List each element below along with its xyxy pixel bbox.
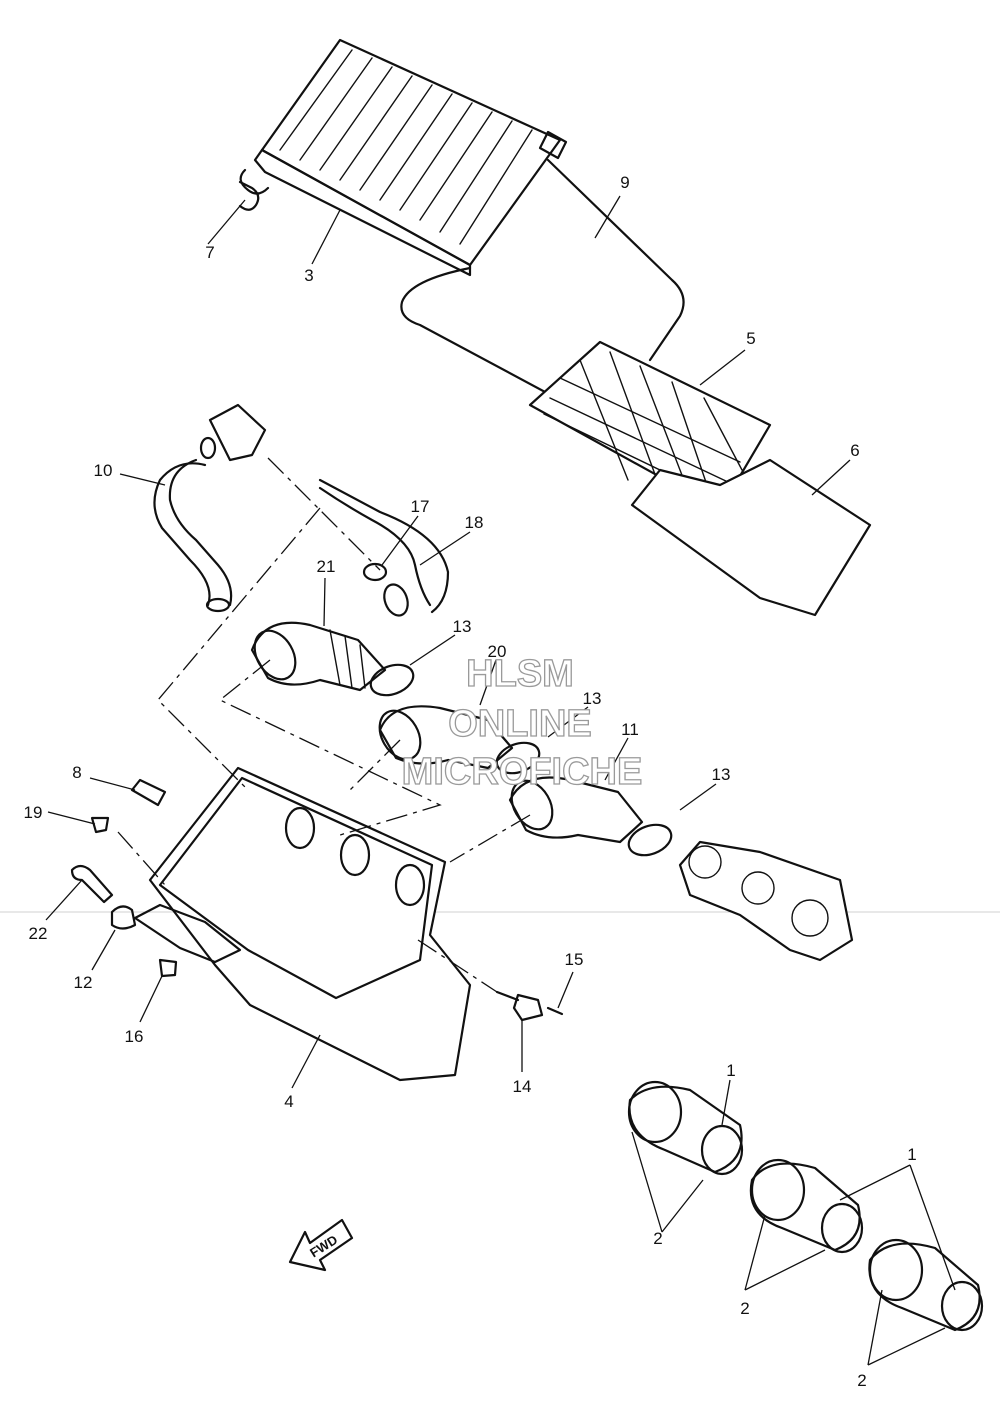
callout-17: 17 [411,497,430,516]
callout-13a: 13 [453,617,472,636]
watermark-line1: HLSM [466,653,574,695]
part-19-clip[interactable] [90,816,110,834]
fwd-arrow-icon: FWD [288,1218,354,1272]
part-1-joint-b[interactable] [749,1158,864,1254]
callout-7: 7 [205,243,214,262]
part-6-seal[interactable] [630,458,872,617]
assembly-guides [117,457,531,993]
part-20-intake-duct[interactable] [371,703,514,770]
part-7-clip[interactable] [238,180,260,211]
part-13-clamp-a[interactable] [367,659,418,700]
callout-labels: 7 3 9 5 6 10 17 18 21 13 20 13 11 13 8 1… [24,173,917,1390]
leader-lines [45,195,956,1366]
part-5-filter-element[interactable] [528,340,772,512]
part-14-sensor[interactable] [495,990,544,1022]
part-3-air-filter-cover[interactable] [239,38,568,277]
part-18-small-hose[interactable] [318,478,450,619]
callout-2a: 2 [653,1229,662,1248]
watermark: HLSM ONLINE MICROFICHE [401,652,643,793]
callout-4: 4 [284,1092,293,1111]
part-9-breather-pipe[interactable] [400,158,685,402]
callout-10: 10 [94,461,113,480]
part-10-breather-hose[interactable] [153,403,267,613]
callout-15: 15 [565,950,584,969]
part-22-bolt[interactable] [70,864,114,904]
part-15-screw[interactable] [546,1006,564,1016]
callout-2c: 2 [857,1371,866,1390]
callout-9: 9 [620,173,629,192]
watermark-line2: ONLINE [448,703,592,745]
part-4-air-box-case[interactable] [133,766,472,1082]
part-17-clamp[interactable] [362,562,388,582]
part-13-clamp-b[interactable] [493,737,544,778]
callout-13c: 13 [712,765,731,784]
part-16-collar[interactable] [158,958,178,978]
part-8-plug[interactable] [130,778,167,807]
part-12-grommet[interactable] [110,905,137,930]
callout-11: 11 [621,720,639,739]
callout-2b: 2 [740,1299,749,1318]
callout-14: 14 [513,1077,532,1096]
callout-16: 16 [125,1027,144,1046]
part-1-joint-c[interactable] [868,1238,984,1332]
callout-6: 6 [850,441,859,460]
callout-5: 5 [746,329,755,348]
throttle-body[interactable] [678,840,854,962]
callout-19: 19 [24,803,43,822]
callout-1b: 1 [907,1145,916,1164]
callout-3: 3 [304,266,313,285]
part-11-intake-duct[interactable] [503,773,675,860]
callout-22: 22 [29,924,48,943]
callout-8: 8 [72,763,81,782]
callout-12: 12 [74,973,93,992]
callout-20: 20 [488,642,507,661]
callout-1a: 1 [726,1061,735,1080]
watermark-line3: MICROFICHE [402,751,643,793]
callout-18: 18 [465,513,484,532]
callout-21: 21 [317,557,336,576]
part-21-intake-duct[interactable] [246,621,387,692]
part-1-joint-a[interactable] [627,1080,744,1176]
callout-13b: 13 [583,689,602,708]
